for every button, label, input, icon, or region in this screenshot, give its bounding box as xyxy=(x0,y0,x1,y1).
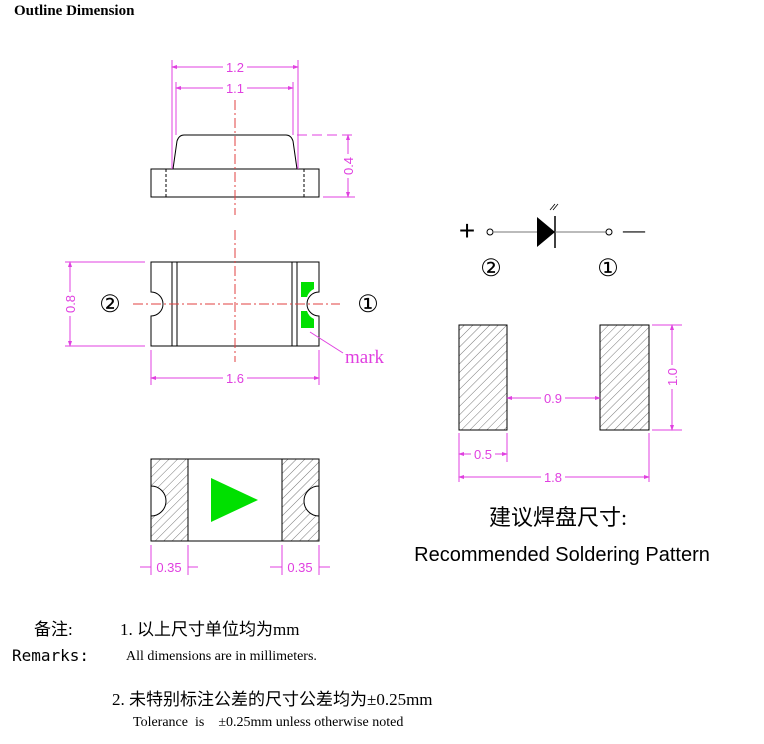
plus-sign: + xyxy=(459,215,475,246)
soldering-title-en: Recommended Soldering Pattern xyxy=(414,544,710,566)
dim-pad-height-1-0: 1.0 xyxy=(665,368,680,386)
notes: 备注: 1. 以上尺寸单位均为mm Remarks: All dimension… xyxy=(12,620,433,730)
page-title: Outline Dimension xyxy=(14,3,135,19)
solder-pad-left xyxy=(458,324,508,431)
dim-height-0-8: 0.8 xyxy=(63,295,78,313)
dim-height-0-4: 0.4 xyxy=(341,157,356,175)
dim-width-1-2: 1.2 xyxy=(226,60,244,75)
dim-pad-right-0-35: 0.35 xyxy=(287,560,312,575)
mark-label: mark xyxy=(345,347,385,368)
note-2-en: Tolerance is ±0.25mm unless otherwise no… xyxy=(133,715,403,730)
notes-label-en: Remarks: xyxy=(12,646,89,665)
diode-icon xyxy=(537,217,555,247)
polarity-mark-top xyxy=(301,282,314,297)
polarity-mark-bottom xyxy=(301,311,314,328)
soldering-pattern xyxy=(458,324,682,482)
solder-pad-right xyxy=(599,324,650,431)
symbol-pin-1: ① xyxy=(597,256,619,282)
dim-length-1-6: 1.6 xyxy=(226,371,244,386)
notes-label-cn: 备注: xyxy=(34,620,73,639)
dim-gap-0-9: 0.9 xyxy=(544,391,562,406)
polarity-triangle xyxy=(211,478,258,522)
note-2-cn: 2. 未特别标注公差的尺寸公差均为±0.25mm xyxy=(112,690,433,709)
bottom-view xyxy=(140,458,330,575)
note-1-en: All dimensions are in millimeters. xyxy=(126,649,317,664)
soldering-title-cn: 建议焊盘尺寸: xyxy=(489,505,627,530)
note-1-cn: 1. 以上尺寸单位均为mm xyxy=(120,620,299,639)
symbol-pin-2: ② xyxy=(480,256,502,282)
dim-pad-left-0-35: 0.35 xyxy=(156,560,181,575)
dim-total-1-8: 1.8 xyxy=(544,470,562,485)
minus-sign: — xyxy=(622,217,646,242)
led-symbol: + — ② ① xyxy=(459,203,646,282)
pin-1-label: ① xyxy=(357,292,379,318)
dim-pad-width-0-5: 0.5 xyxy=(474,447,492,462)
top-view xyxy=(150,60,355,215)
dim-width-1-1: 1.1 xyxy=(226,81,244,96)
pin-2-label: ② xyxy=(99,292,121,318)
